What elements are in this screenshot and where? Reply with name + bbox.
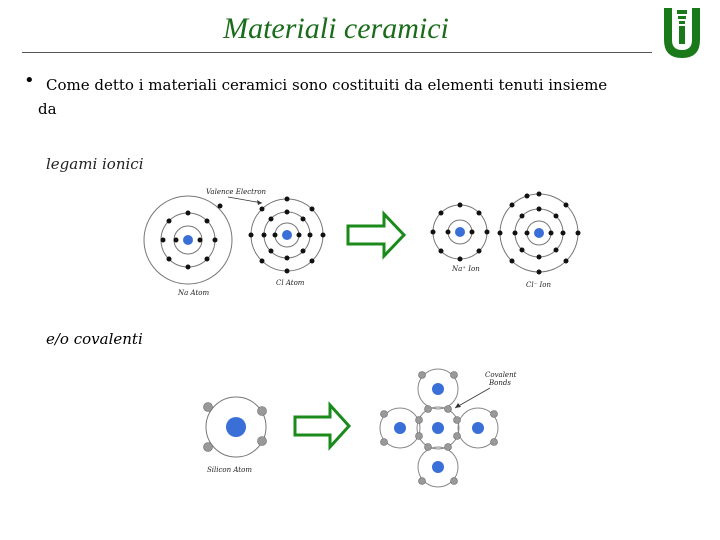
na-ion-nucleus — [455, 227, 465, 237]
label-covalent-bonds: e/o covalenti — [46, 330, 143, 348]
caption-covalent-bonds-2: Bonds — [488, 379, 511, 387]
bullet-text: Come detto i materiali ceramici sono cos… — [38, 73, 706, 121]
covalent-pointer — [454, 387, 491, 409]
caption-silicon-atom-label: Silicon Atom — [207, 466, 252, 474]
covalent-transition-arrow-icon — [293, 401, 352, 451]
covalent-cluster-nuclei — [394, 383, 484, 473]
slide-title: Materiali ceramici — [223, 12, 449, 45]
bullet-text-line2: da — [38, 100, 57, 118]
covalent-cluster-shells — [379, 368, 499, 488]
bullet-marker: • — [24, 70, 35, 91]
covalent-pointer-head — [455, 403, 461, 408]
bullet-text-line1: Come detto i materiali ceramici sono cos… — [46, 76, 608, 94]
na-ion-electrons — [430, 202, 490, 262]
cl-ion-nucleus — [534, 228, 544, 238]
caption-cl-ion: Cl⁻ Ion — [526, 281, 551, 289]
university-logo-icon — [664, 8, 700, 58]
na-electrons — [160, 203, 223, 270]
valence-pointer-head — [257, 200, 262, 205]
cl-nucleus — [282, 230, 292, 240]
caption-valence-electron: Valence Electron — [206, 188, 267, 196]
silicon-electrons — [203, 402, 267, 452]
label-ionic-bonds: legami ionici — [46, 155, 144, 173]
silicon-nucleus — [226, 417, 246, 437]
caption-covalent-bonds-1: Covalent — [485, 371, 517, 379]
caption-na-atom: Na Atom — [177, 289, 209, 297]
cl-electrons — [248, 196, 326, 274]
covalent-cluster-electrons — [380, 371, 498, 485]
title-divider — [22, 52, 652, 53]
caption-na-ion: Na⁺ Ion — [451, 265, 480, 273]
valence-pointer — [227, 196, 263, 204]
silicon-atom-diagram — [205, 396, 267, 458]
cl-ion-electrons — [497, 191, 581, 275]
caption-cl-atom: Cl Atom — [276, 279, 305, 287]
na-nucleus — [183, 235, 193, 245]
ionic-transition-arrow-icon — [346, 210, 407, 260]
